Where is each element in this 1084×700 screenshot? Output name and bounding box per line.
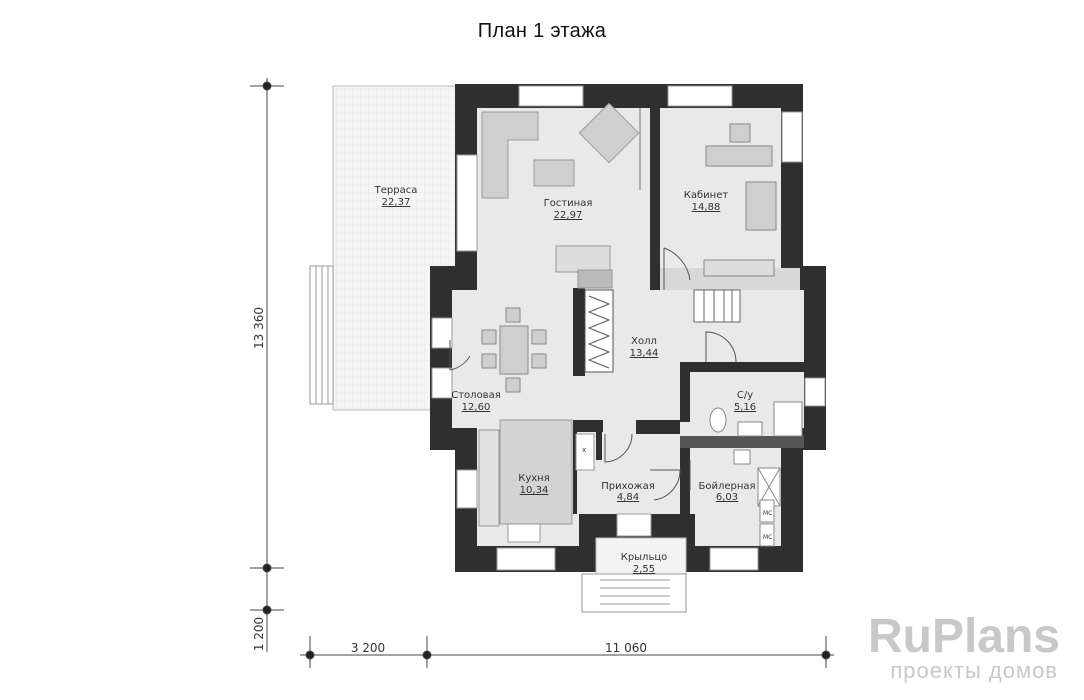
porch [581,537,687,613]
bath-fixtures [709,401,803,437]
boiler-name: Бойлерная [698,481,755,492]
dim-horizontal-right: 11 060 [605,641,647,655]
vertical-dimension [250,78,284,652]
dining-area: 12,60 [462,402,491,413]
plan-title: План 1 этажа [477,20,607,42]
living-area: 22,97 [554,210,583,221]
study-area: 14,88 [692,202,721,213]
windows [431,85,826,571]
fixture-x-mark: x [582,446,586,454]
dim-vertical-small: 1 200 [252,617,266,651]
fixture-mc-top: МС [763,510,772,517]
terrace-steps [309,265,334,405]
living-name: Гостиная [544,198,593,209]
kitchen-name: Кухня [518,473,550,484]
hall-wardrobe [584,289,614,373]
terrace-name: Терраса [374,185,418,196]
fixture-mc-bottom: МС [763,534,772,541]
dim-vertical-main: 13 360 [252,307,266,349]
brand-tagline: проекты домов [890,658,1058,683]
brand-logo: RuPlans [868,610,1060,663]
bath-name: С/у [737,390,753,401]
hall-name: Холл [631,336,657,347]
study-furniture [703,123,777,277]
dim-horizontal-left: 3 200 [351,641,385,655]
horizontal-dimension [300,636,834,668]
porch-area: 2,55 [633,564,655,575]
entry-name: Прихожая [601,481,655,492]
boiler-fixtures [733,449,781,547]
bath-area: 5,16 [734,402,756,413]
study-name: Кабинет [684,190,729,201]
dining-name: Столовая [451,390,500,401]
hall-area: 13,44 [630,348,659,359]
kitchen-area: 10,34 [520,485,549,496]
living-furniture [481,102,640,289]
entry-area: 4,84 [617,492,639,503]
porch-name: Крыльцо [621,552,668,563]
doors [449,108,737,501]
dining-set [481,307,547,393]
terrace-area: 22,37 [382,197,411,208]
kitchen-fixtures [478,419,595,543]
boiler-area: 6,03 [716,492,738,503]
stairs [693,289,741,323]
